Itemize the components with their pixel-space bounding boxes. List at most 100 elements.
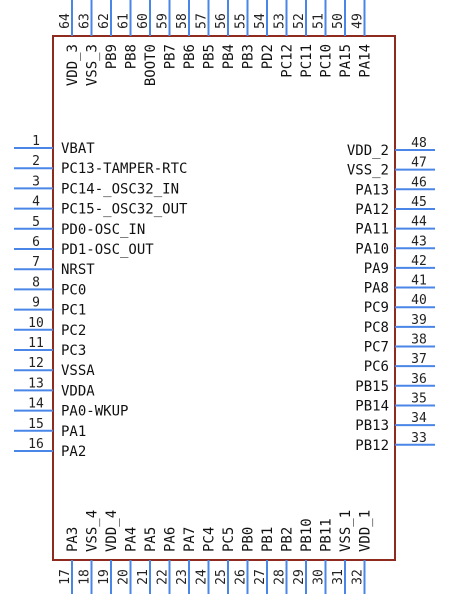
pin-46-number: 46 bbox=[411, 175, 427, 190]
pin-7-number: 7 bbox=[32, 255, 40, 270]
pin-8-label-pc0: PC0 bbox=[61, 282, 86, 298]
pin-32-label-vdd-1: VDD_1 bbox=[358, 510, 374, 552]
pin-14-number: 14 bbox=[28, 397, 44, 412]
pin-60-number: 60 bbox=[136, 13, 151, 29]
pin-41-label-pa8: PA8 bbox=[364, 281, 389, 297]
pin-29-number: 29 bbox=[292, 569, 307, 585]
pin-50-label-pa15: PA15 bbox=[338, 44, 354, 78]
pin-48-number: 48 bbox=[411, 136, 427, 151]
pin-63-number: 63 bbox=[78, 13, 93, 29]
pin-24-number: 24 bbox=[195, 569, 210, 585]
pin-34-label-pb13: PB13 bbox=[355, 418, 389, 434]
pin-47-label-vss-2: VSS_2 bbox=[347, 163, 389, 179]
pin-35-label-pb14: PB14 bbox=[355, 398, 389, 414]
pin-22-number: 22 bbox=[156, 569, 171, 585]
pin-33-label-pb12: PB12 bbox=[355, 438, 389, 454]
pin-55-label-pb3: PB3 bbox=[241, 44, 257, 69]
pin-36-label-pb15: PB15 bbox=[355, 379, 389, 395]
pin-6-label-pd1-osc-out: PD1-OSC_OUT bbox=[61, 242, 154, 258]
pin-25-number: 25 bbox=[214, 569, 229, 585]
pin-5-label-pd0-osc-in: PD0-OSC_IN bbox=[61, 222, 145, 238]
pin-64-label-vdd-3: VDD_3 bbox=[65, 44, 81, 86]
pin-11-number: 11 bbox=[28, 336, 44, 351]
pin-50-number: 50 bbox=[331, 13, 346, 29]
pin-52-number: 52 bbox=[292, 13, 307, 29]
pin-63-label-vss-3: VSS_3 bbox=[85, 44, 101, 86]
pin-62-label-pb9: PB9 bbox=[104, 44, 120, 69]
pin-9-number: 9 bbox=[32, 296, 40, 311]
pin-33-number: 33 bbox=[411, 431, 427, 446]
pin-2-label-pc13-tamper-rtc: PC13-TAMPER-RTC bbox=[61, 161, 187, 177]
pin-20-number: 20 bbox=[117, 569, 132, 585]
pin-38-number: 38 bbox=[411, 333, 427, 348]
pin-37-number: 37 bbox=[411, 352, 427, 367]
pin-45-number: 45 bbox=[411, 195, 427, 210]
pin-57-label-pb5: PB5 bbox=[202, 44, 218, 69]
pin-59-label-pb7: PB7 bbox=[163, 44, 179, 69]
pin-1-number: 1 bbox=[32, 134, 40, 149]
pin-41-number: 41 bbox=[411, 274, 427, 289]
pin-14-label-pa0-wkup: PA0-WKUP bbox=[61, 404, 128, 420]
pin-35-number: 35 bbox=[411, 391, 427, 406]
pin-29-label-pb10: PB10 bbox=[299, 518, 315, 552]
pin-9-label-pc1: PC1 bbox=[61, 303, 86, 319]
pin-19-number: 19 bbox=[97, 569, 112, 585]
pin-15-number: 15 bbox=[28, 417, 44, 432]
pin-8-number: 8 bbox=[32, 275, 40, 290]
pin-58-number: 58 bbox=[175, 13, 190, 29]
pin-57-number: 57 bbox=[195, 13, 210, 29]
pin-20-label-pa4: PA4 bbox=[124, 527, 140, 552]
pin-48-label-vdd-2: VDD_2 bbox=[347, 143, 389, 159]
pin-55-number: 55 bbox=[234, 13, 249, 29]
pin-52-label-pc11: PC11 bbox=[299, 44, 315, 78]
pin-2-number: 2 bbox=[32, 154, 40, 169]
pin-64-number: 64 bbox=[58, 13, 73, 29]
pin-54-label-pd2: PD2 bbox=[260, 44, 276, 69]
pin-22-label-pa6: PA6 bbox=[163, 527, 179, 552]
pin-40-number: 40 bbox=[411, 293, 427, 308]
pin-18-number: 18 bbox=[78, 569, 93, 585]
pin-31-label-vss-1: VSS_1 bbox=[338, 510, 354, 552]
pin-53-number: 53 bbox=[273, 13, 288, 29]
pin-6-number: 6 bbox=[32, 235, 40, 250]
pin-3-number: 3 bbox=[32, 174, 40, 189]
pin-36-number: 36 bbox=[411, 372, 427, 387]
pin-28-label-pb2: PB2 bbox=[280, 527, 296, 552]
pin-5-number: 5 bbox=[32, 215, 40, 230]
pin-32-number: 32 bbox=[351, 569, 366, 585]
pin-49-label-pa14: PA14 bbox=[358, 44, 374, 78]
pin-19-label-vdd-4: VDD_4 bbox=[104, 510, 120, 552]
pin-46-label-pa13: PA13 bbox=[355, 182, 389, 198]
pin-25-label-pc5: PC5 bbox=[221, 527, 237, 552]
pin-47-number: 47 bbox=[411, 156, 427, 171]
pin-21-label-pa5: PA5 bbox=[143, 527, 159, 552]
pin-56-label-pb4: PB4 bbox=[221, 44, 237, 69]
pin-38-label-pc7: PC7 bbox=[364, 340, 389, 356]
pin-61-label-pb8: PB8 bbox=[124, 44, 140, 69]
pin-16-label-pa2: PA2 bbox=[61, 444, 86, 460]
pin-58-label-pb6: PB6 bbox=[182, 44, 198, 69]
pin-43-number: 43 bbox=[411, 234, 427, 249]
pin-31-number: 31 bbox=[331, 569, 346, 585]
pin-39-label-pc8: PC8 bbox=[364, 320, 389, 336]
pin-42-label-pa9: PA9 bbox=[364, 261, 389, 277]
chip-body bbox=[52, 35, 396, 561]
pin-11-label-pc3: PC3 bbox=[61, 343, 86, 359]
pin-10-label-pc2: PC2 bbox=[61, 323, 86, 339]
pin-17-label-pa3: PA3 bbox=[65, 527, 81, 552]
pin-13-label-vdda: VDDA bbox=[61, 383, 95, 399]
pin-49-number: 49 bbox=[351, 13, 366, 29]
pin-53-label-pc12: PC12 bbox=[280, 44, 296, 78]
pin-27-number: 27 bbox=[253, 569, 268, 585]
pin-42-number: 42 bbox=[411, 254, 427, 269]
pin-4-label-pc15-osc32-out: PC15-_OSC32_OUT bbox=[61, 202, 188, 218]
pin-56-number: 56 bbox=[214, 13, 229, 29]
pin-45-label-pa12: PA12 bbox=[355, 202, 389, 218]
pin-7-label-nrst: NRST bbox=[61, 262, 95, 278]
pin-39-number: 39 bbox=[411, 313, 427, 328]
pin-44-number: 44 bbox=[411, 215, 427, 230]
pin-23-label-pa7: PA7 bbox=[182, 527, 198, 552]
pin-28-number: 28 bbox=[273, 569, 288, 585]
